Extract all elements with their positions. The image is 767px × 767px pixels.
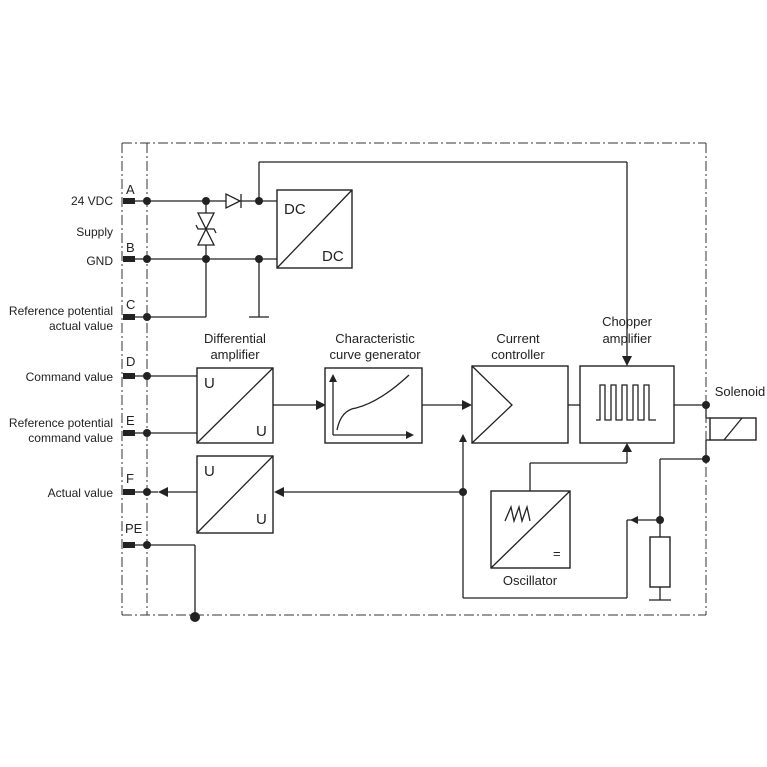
terminal-b-label: GND: [86, 254, 113, 268]
terminal-d-pin: D: [126, 354, 135, 369]
terminal-e-pin: E: [126, 413, 135, 428]
terminal-e-connector: [123, 430, 135, 436]
terminal-c-pin: C: [126, 297, 135, 312]
curve-gen-title-line1: Characteristic: [335, 331, 415, 346]
characteristic-curve-generator: Characteristic curve generator: [324, 331, 423, 444]
terminal-f: Actual value F: [48, 471, 135, 500]
actual-value-amplifier: U U: [196, 455, 274, 534]
shunt-resistor: [459, 434, 706, 601]
terminal-d-connector: [123, 373, 135, 379]
terminal-pe: PE: [123, 521, 143, 548]
oscillator-symbol: =: [553, 546, 561, 561]
terminal-d: Command value D: [26, 354, 136, 384]
terminal-f-connector: [123, 489, 135, 495]
curve-gen-title-line2: curve generator: [329, 347, 421, 362]
terminal-a: 24 VDC A: [71, 182, 135, 208]
oscillator-wiring: [529, 443, 632, 491]
terminal-c: Reference potential actual value C: [9, 297, 135, 333]
actual-amp-in-label: U: [204, 463, 215, 480]
terminal-b: GND B: [86, 240, 135, 268]
chopper-amplifier: Chopper amplifier: [579, 314, 675, 444]
terminal-e-label-line1: Reference potential: [9, 416, 113, 430]
curve-icon: [336, 374, 410, 431]
terminal-a-connector: [123, 198, 135, 204]
oscillator-title: Oscillator: [503, 573, 558, 588]
command-wiring: [135, 372, 326, 437]
terminal-f-label: Actual value: [48, 486, 114, 500]
dcdc-converter: DC DC: [276, 189, 353, 269]
chopper-title-line2: amplifier: [602, 331, 652, 346]
oscillator: = Oscillator: [490, 490, 571, 588]
terminal-c-label-line1: Reference potential: [9, 304, 113, 318]
solenoid-title: Solenoid: [715, 384, 766, 399]
terminal-c-connector: [123, 314, 135, 320]
current-ctrl-title-line2: controller: [491, 347, 545, 362]
actual-amp-out-label: U: [256, 511, 267, 528]
differential-amplifier: Differential amplifier U U: [196, 331, 274, 444]
diode-symbol: [225, 192, 242, 210]
terminal-e-label-line2: command value: [28, 431, 113, 445]
terminal-c-label-line2: actual value: [49, 319, 113, 333]
opamp-triangle: [471, 365, 513, 444]
current-ctrl-title-line1: Current: [496, 331, 540, 346]
terminal-pe-connector: [123, 542, 135, 548]
solenoid: Solenoid: [674, 384, 765, 463]
diff-amp-title-line1: Differential: [204, 331, 266, 346]
supply-label: Supply: [76, 225, 113, 239]
sawtooth-icon: [504, 504, 531, 524]
terminal-a-label: 24 VDC: [71, 194, 113, 208]
pe-wiring: [135, 541, 200, 622]
chopper-title-line1: Chopper: [602, 314, 653, 329]
pulse-train-icon: [596, 384, 656, 421]
diff-amp-title-line2: amplifier: [210, 347, 260, 362]
terminal-pe-pin: PE: [125, 521, 143, 536]
terminal-d-label: Command value: [26, 370, 114, 384]
actual-value-wiring: [135, 487, 463, 497]
dcdc-out-label: DC: [322, 248, 344, 265]
diff-amp-out-label: U: [256, 423, 267, 440]
diff-amp-in-label: U: [204, 375, 215, 392]
dcdc-in-label: DC: [284, 201, 306, 218]
terminal-b-pin: B: [126, 240, 135, 255]
terminal-e: Reference potential command value E: [9, 413, 135, 445]
terminal-a-pin: A: [126, 182, 135, 197]
supply-wiring: [135, 161, 632, 366]
terminal-b-connector: [123, 256, 135, 262]
tvs-diode-symbol: [195, 212, 217, 246]
current-controller: Current controller: [471, 331, 569, 444]
terminal-f-pin: F: [126, 471, 134, 486]
